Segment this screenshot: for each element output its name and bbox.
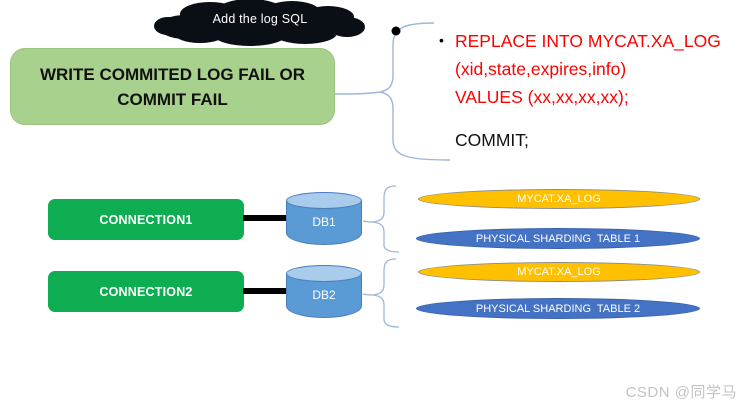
csdn-watermark: CSDN @同学马 <box>625 384 737 401</box>
sql-line-1: REPLACE INTO MYCAT.XA_LOG <box>455 31 721 51</box>
db1-label: DB1 <box>312 215 336 229</box>
commit-statement: COMMIT; <box>455 130 529 150</box>
db2-cylinder: DB2 <box>286 265 362 318</box>
db1-connector <box>362 220 374 223</box>
db2-label: DB2 <box>312 288 336 302</box>
sql-statement: REPLACE INTO MYCAT.XA_LOG (xid,state,exp… <box>455 27 725 111</box>
title-to-brace-connector <box>334 91 381 95</box>
connection2-box: CONNECTION2 <box>48 271 244 312</box>
connection2-label: CONNECTION2 <box>99 284 193 299</box>
shard-table-label-2: PHYSICAL SHARDING TABLE 2 <box>475 302 641 315</box>
title-box: WRITE COMMITED LOG FAIL OR COMMIT FAIL <box>10 48 335 125</box>
title-line-1: WRITE COMMITED LOG FAIL OR <box>39 64 306 84</box>
sql-bullet: • <box>439 32 444 48</box>
brace-db1 <box>372 185 400 253</box>
shard-table-ellipse-1: PHYSICAL SHARDING TABLE 1 <box>416 228 700 249</box>
cylinder-top-ellipse <box>286 192 362 209</box>
brace-anchor-dot <box>391 26 401 36</box>
shard-table-ellipse-2: PHYSICAL SHARDING TABLE 2 <box>416 298 700 319</box>
brace-db2 <box>372 258 400 328</box>
connection2-db2-link <box>243 288 288 294</box>
shard-table-label-1: PHYSICAL SHARDING TABLE 1 <box>475 232 641 245</box>
db1-cylinder: DB1 <box>286 192 362 245</box>
xa-log-ellipse-2: MYCAT.XA_LOG <box>418 262 700 282</box>
connection1-db1-link <box>243 215 288 221</box>
connection1-label: CONNECTION1 <box>99 212 193 227</box>
db2-connector <box>362 293 374 296</box>
title-line-2: COMMIT FAIL <box>117 89 228 109</box>
sql-line-3: VALUES (xx,xx,xx,xx); <box>455 87 629 107</box>
xa-log-ellipse-1: MYCAT.XA_LOG <box>418 189 700 209</box>
cloud-callout-label: Add the log SQL <box>212 12 308 26</box>
connection1-box: CONNECTION1 <box>48 199 244 240</box>
xa-log-label-1: MYCAT.XA_LOG <box>517 193 601 205</box>
xa-log-label-2: MYCAT.XA_LOG <box>517 266 601 278</box>
cylinder-top-ellipse <box>286 265 362 282</box>
sql-line-2: (xid,state,expires,info) <box>455 59 627 79</box>
